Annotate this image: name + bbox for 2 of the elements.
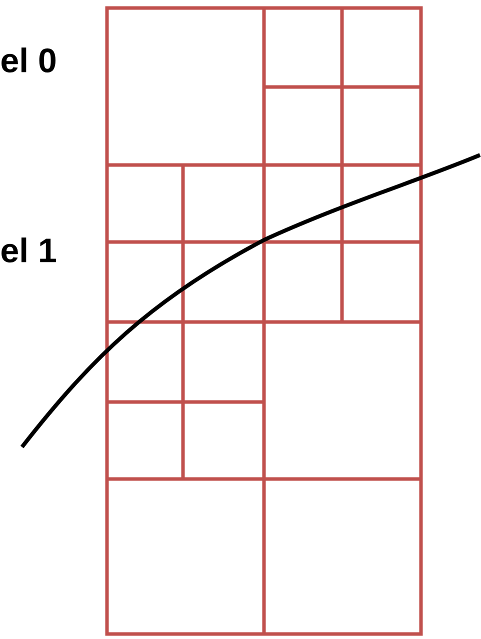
level-label: el 1 xyxy=(2,238,56,262)
level-label: el 0 xyxy=(2,48,56,72)
